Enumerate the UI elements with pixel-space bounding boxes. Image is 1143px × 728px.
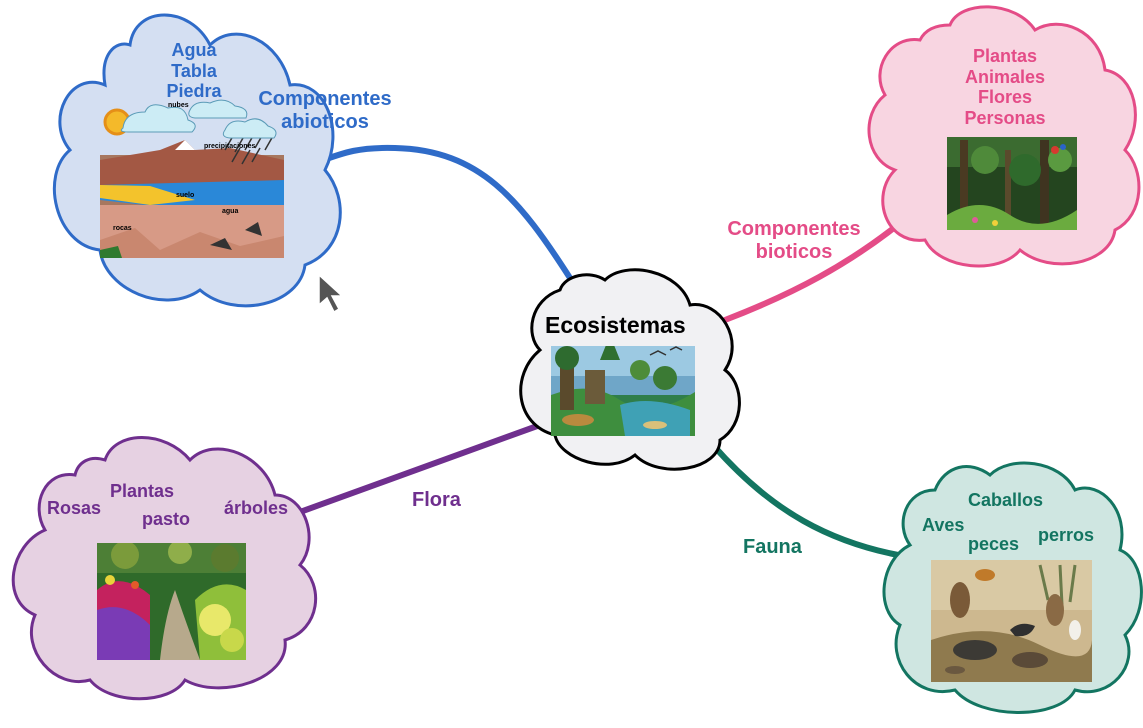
- center-title: Ecosistemas: [545, 312, 686, 338]
- abioticos-item: Tabla: [171, 60, 217, 81]
- branch-label-fauna: Fauna: [743, 536, 802, 558]
- connector-abioticos: [315, 144, 573, 281]
- flora-item: árboles: [224, 498, 289, 518]
- branch-label-abioticos-line1: Componentes: [258, 88, 392, 110]
- branch-label-bioticos: Componentes bioticos: [706, 218, 882, 264]
- fauna-item: peces: [968, 534, 1020, 554]
- branch-label-abioticos-line2: abioticos: [281, 111, 369, 133]
- bioticos-item: Plantas: [972, 46, 1038, 66]
- diagram-label-suelo: suelo: [176, 192, 194, 199]
- rainforest-photo: [947, 137, 1077, 230]
- branch-label-abioticos: Componentes abioticos: [236, 88, 414, 134]
- branch-label-bioticos-line1: Componentes: [727, 218, 861, 240]
- diagram-label-rocas: rocas: [113, 225, 132, 232]
- bioticos-item: Personas: [964, 108, 1046, 129]
- bioticos-item: Flores: [977, 87, 1033, 108]
- mouse-cursor-icon: [318, 273, 344, 314]
- abioticos-item: Piedra: [166, 81, 222, 102]
- fauna-item: perros: [1038, 525, 1095, 545]
- garden-photo: [97, 543, 246, 660]
- flora-item: pasto: [142, 509, 191, 529]
- abioticos-item: Agua: [171, 40, 217, 60]
- connector-flora: [297, 422, 543, 515]
- bioticos-items: Plantas Animales Flores Personas: [945, 46, 1065, 129]
- animals-illustration: [931, 560, 1092, 682]
- water-cycle-diagram: nubes precipitaciones suelo agua rocas: [100, 99, 284, 258]
- flora-item: Rosas: [47, 498, 102, 518]
- fauna-item: Aves: [922, 515, 965, 535]
- branch-label-bioticos-line2: bioticos: [755, 241, 833, 263]
- bioticos-item: Animales: [964, 66, 1046, 87]
- diagram-label-agua: agua: [222, 208, 238, 215]
- connector-fauna: [710, 442, 918, 561]
- connector-bioticos: [722, 212, 913, 323]
- abioticos-items: Agua Tabla Piedra: [158, 40, 230, 102]
- ecosystem-illustration: [551, 346, 695, 436]
- diagram-label-nubes: nubes: [168, 102, 189, 109]
- diagram-label-precipitaciones: precipitaciones: [204, 143, 255, 150]
- branch-label-flora: Flora: [412, 489, 461, 511]
- fauna-item: Caballos: [968, 490, 1044, 510]
- flora-item: Plantas: [110, 481, 175, 501]
